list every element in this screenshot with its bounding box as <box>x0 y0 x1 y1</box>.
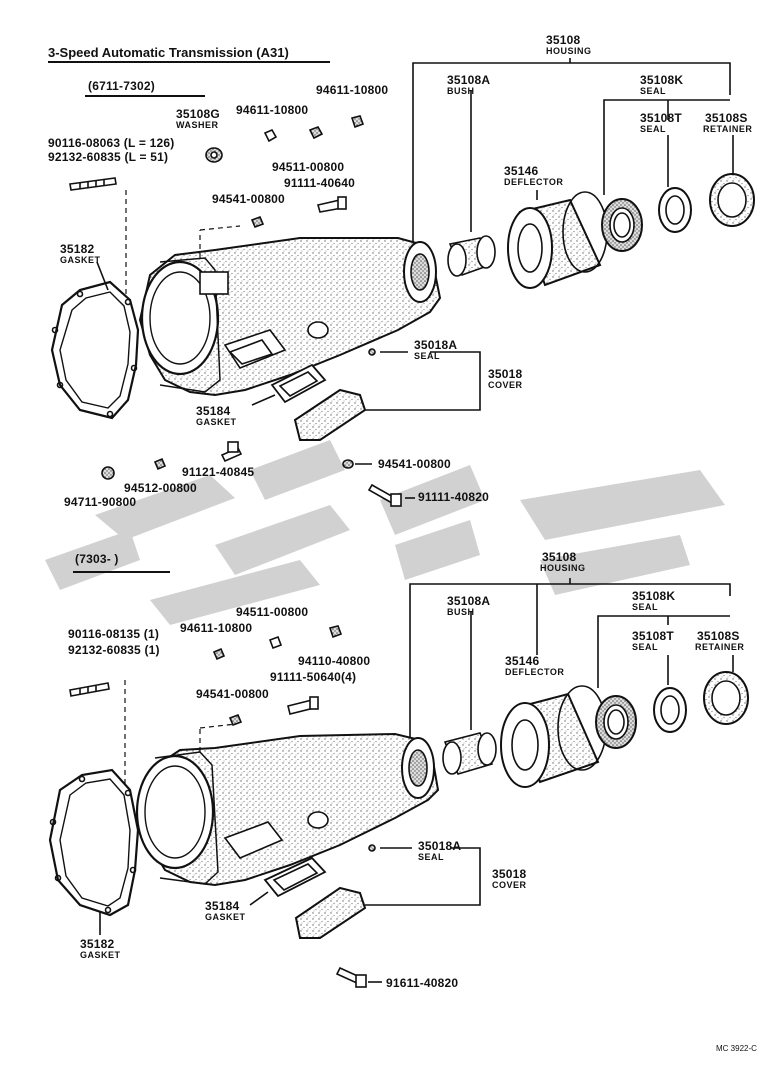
top-deflector-number: 35146 <box>504 164 539 178</box>
top-nut-a: 94611-10800 <box>236 103 309 117</box>
top-bush-name: BUSH <box>447 86 475 96</box>
bottom-gasket-name: GASKET <box>80 950 121 960</box>
bottom-stud-1: 90116-08135 (1) <box>68 627 160 641</box>
top-gasket-name: GASKET <box>60 255 101 265</box>
top-deflector-name: DEFLECTOR <box>504 177 564 187</box>
top-gasket-number: 35182 <box>60 242 95 256</box>
bottom-washer-c: 94541-00800 <box>196 687 269 701</box>
bottom-washer-b: 94511-00800 <box>236 605 309 619</box>
bottom-nut-a: 94611-10800 <box>180 621 253 635</box>
bottom-gasket-number: 35182 <box>80 937 115 951</box>
bottom-cover-number: 35018 <box>492 867 527 881</box>
top-seal-t-name: SEAL <box>640 124 667 134</box>
bottom-bush-name: BUSH <box>447 607 475 617</box>
bottom-seal-k-name: SEAL <box>632 602 659 612</box>
bottom-bolt-a: 91111-50640(4) <box>270 670 357 684</box>
bottom-nut-b: 94110-40800 <box>298 654 371 668</box>
top-washer-c: 94541-00800 <box>212 192 285 206</box>
bottom-assembly <box>48 571 749 988</box>
bottom-cover-seal-name: SEAL <box>418 852 445 862</box>
top-washer-e: 94541-00800 <box>378 457 451 471</box>
bottom-cover-name: COVER <box>492 880 527 890</box>
top-seal-k-name: SEAL <box>640 86 667 96</box>
bottom-stud-2: 92132-60835 (1) <box>68 643 160 657</box>
top-date-range: (6711-7302) <box>88 79 155 93</box>
bottom-seal-t-number: 35108T <box>632 629 674 643</box>
bottom-retainer-number: 35108S <box>697 629 740 643</box>
bottom-seal-t-name: SEAL <box>632 642 659 652</box>
top-cover-gasket-name: GASKET <box>196 417 237 427</box>
top-bolt-a: 91111-40640 <box>284 176 355 190</box>
top-housing-number: 35108 <box>546 33 581 47</box>
top-seal-k-number: 35108K <box>640 73 684 87</box>
bottom-cover-gasket-number: 35184 <box>205 899 240 913</box>
top-seal-t-number: 35108T <box>640 111 682 125</box>
top-cover-number: 35018 <box>488 367 523 381</box>
bottom-deflector-number: 35146 <box>505 654 540 668</box>
bottom-cover-gasket-name: GASKET <box>205 912 246 922</box>
top-nut-c: 94711-90800 <box>64 495 137 509</box>
diagram-title: 3-Speed Automatic Transmission (A31) <box>48 45 289 60</box>
top-cover-name: COVER <box>488 380 523 390</box>
top-washer-number: 35108G <box>176 107 220 121</box>
watermark-logo <box>45 440 725 625</box>
bottom-bolt-c: 91611-40820 <box>386 976 459 990</box>
top-bush-number: 35108A <box>447 73 491 87</box>
top-cover-seal-number: 35018A <box>414 338 458 352</box>
top-washer-d: 94512-00800 <box>124 481 197 495</box>
bottom-seal-k-number: 35108K <box>632 589 676 603</box>
bottom-cover-seal-number: 35018A <box>418 839 462 853</box>
top-washer-name: WASHER <box>176 120 219 130</box>
top-retainer-number: 35108S <box>705 111 748 125</box>
top-bolt-c: 91111-40820 <box>418 490 489 504</box>
bottom-housing-name: HOUSING <box>540 563 586 573</box>
top-housing-name: HOUSING <box>546 46 592 56</box>
bottom-housing-number: 35108 <box>542 550 577 564</box>
bottom-retainer-name: RETAINER <box>695 642 745 652</box>
top-cover-seal-name: SEAL <box>414 351 441 361</box>
drawing-reference: MC 3922-C <box>716 1044 757 1053</box>
top-cover-gasket-number: 35184 <box>196 404 231 418</box>
top-bolt-b: 91121-40845 <box>182 465 255 479</box>
top-stud-1: 90116-08063 (L = 126) <box>48 136 175 150</box>
bottom-deflector-name: DEFLECTOR <box>505 667 565 677</box>
top-retainer-name: RETAINER <box>703 124 753 134</box>
top-assembly <box>48 58 755 507</box>
bottom-bush-number: 35108A <box>447 594 491 608</box>
top-washer-b: 94511-00800 <box>272 160 345 174</box>
top-stud-2: 92132-60835 (L = 51) <box>48 150 169 164</box>
bottom-date-range: (7303- ) <box>75 552 119 566</box>
top-nut-b: 94611-10800 <box>316 83 389 97</box>
